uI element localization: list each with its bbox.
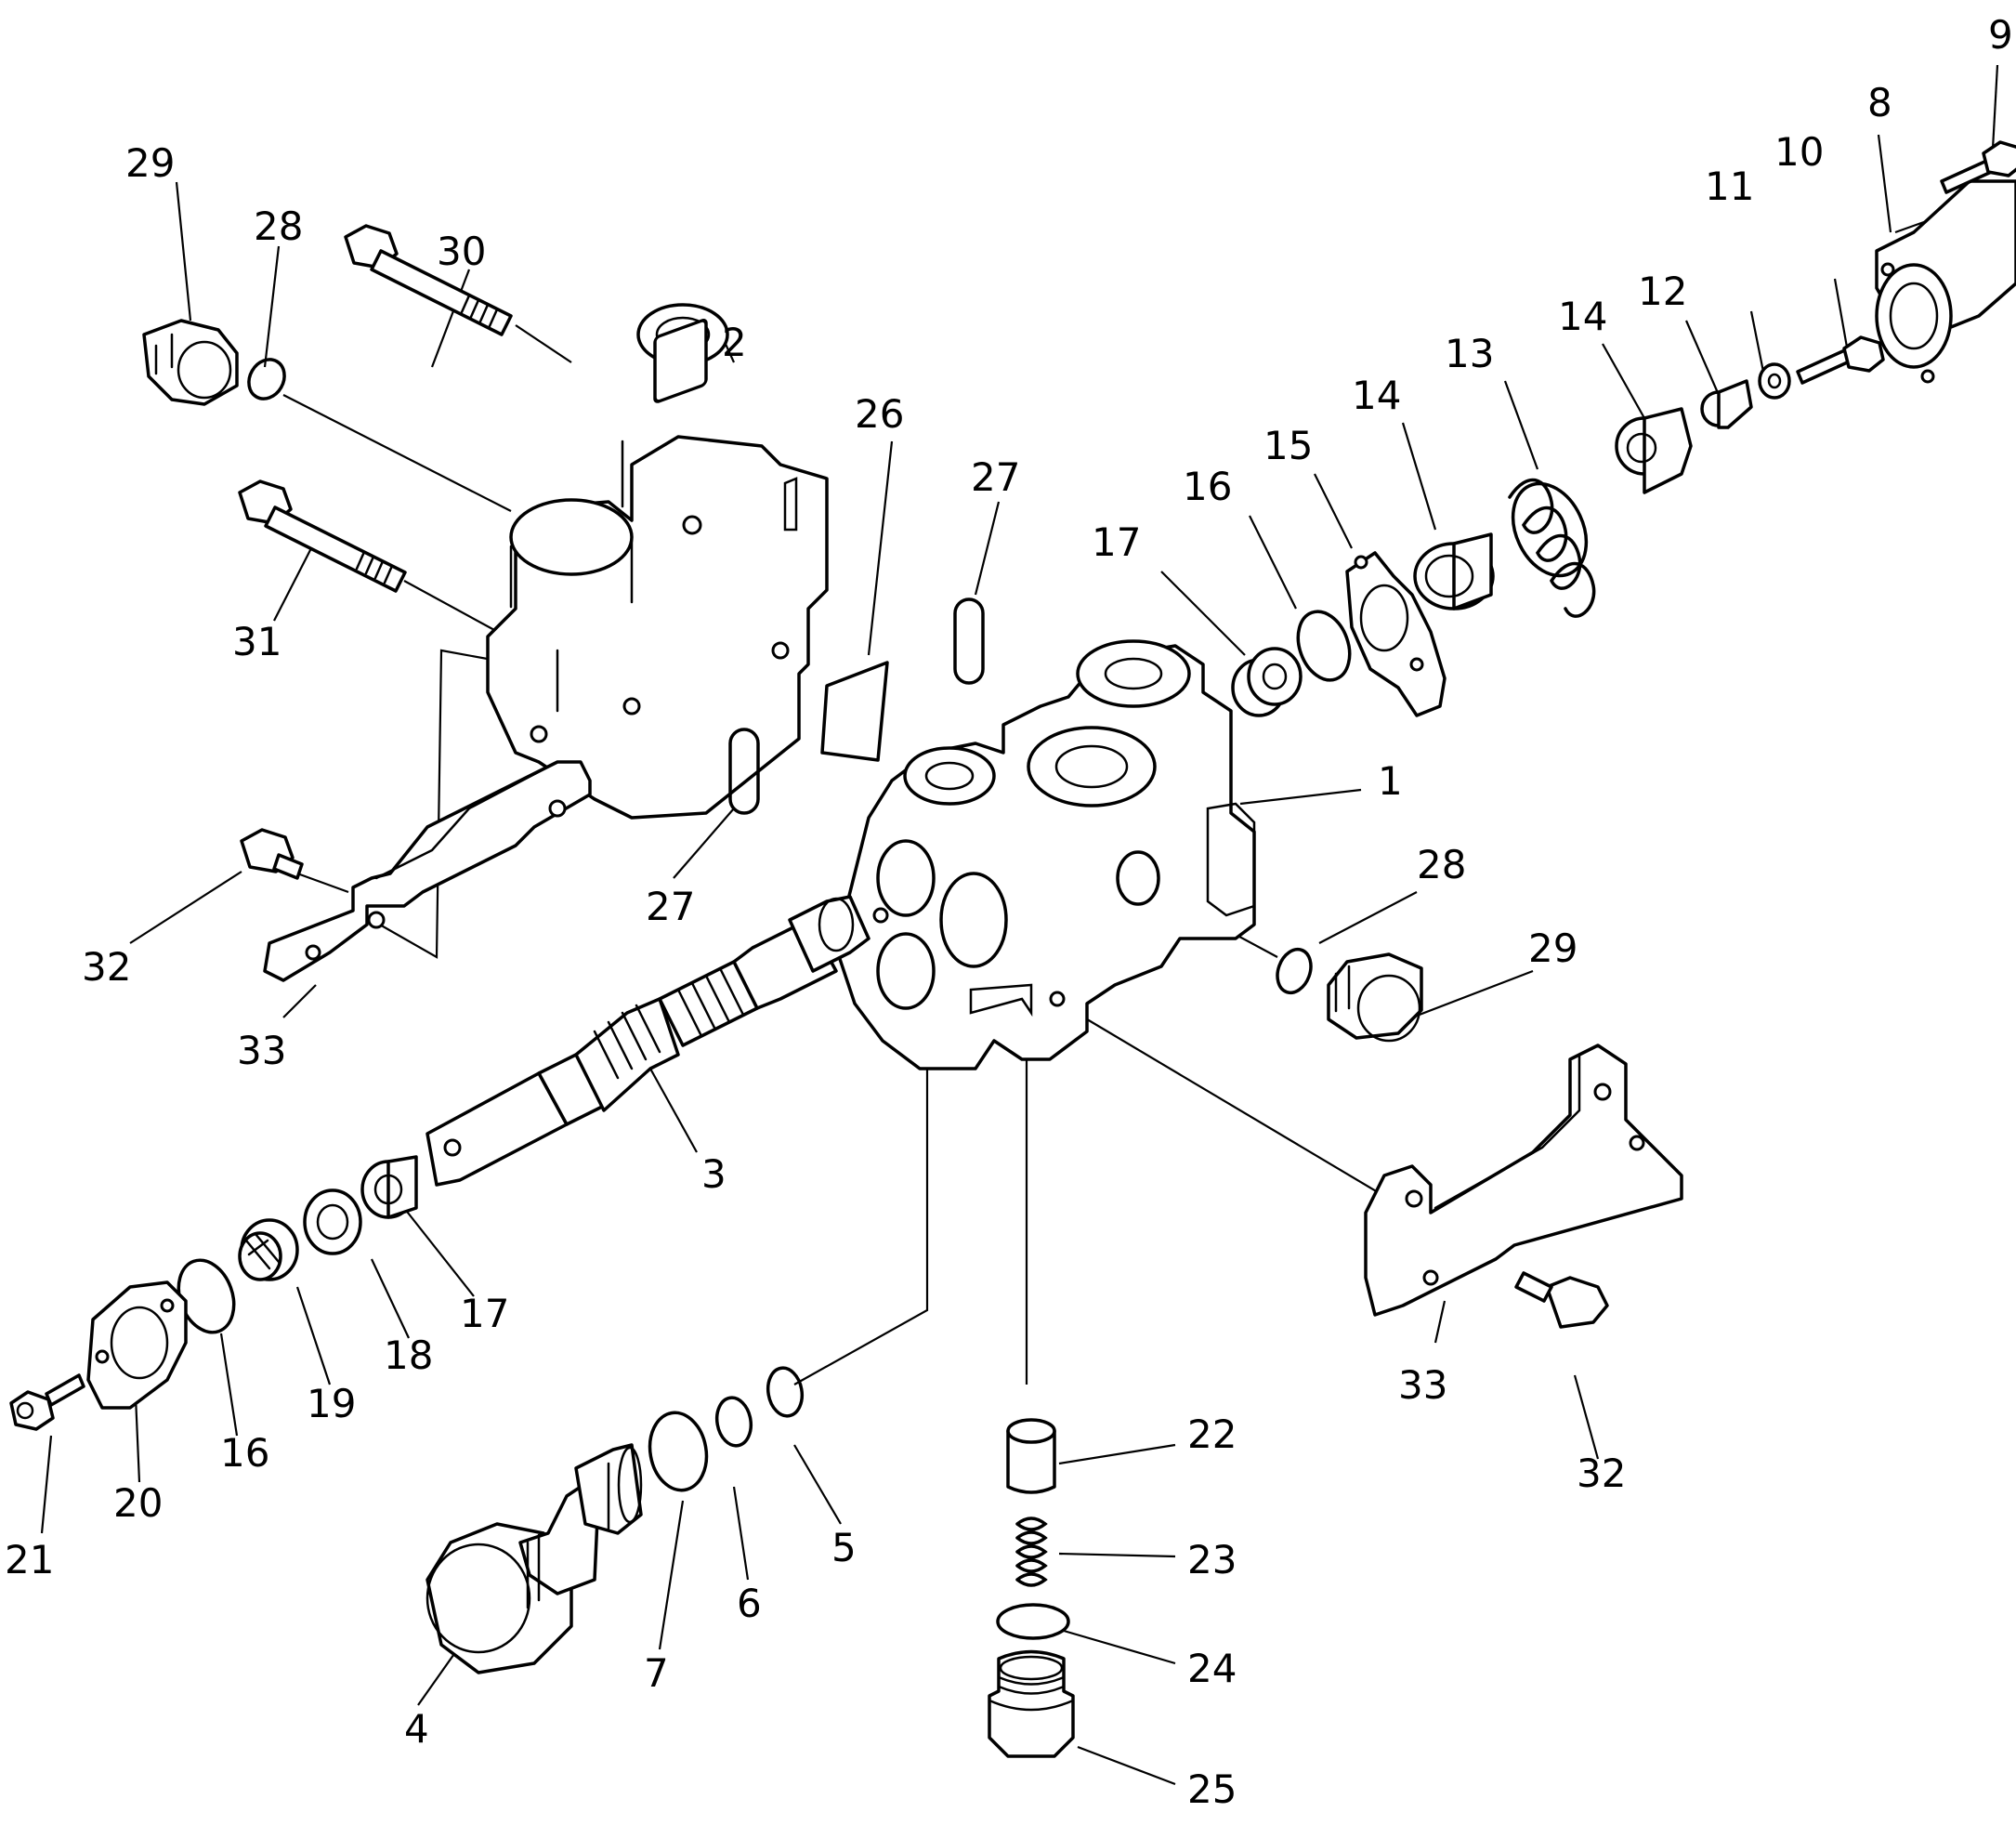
callout-32-right: 32 — [1577, 1451, 1626, 1496]
gasket-26 — [820, 661, 889, 762]
o-ring-24 — [996, 1603, 1070, 1640]
callout-26: 26 — [855, 391, 904, 437]
spring-23 — [1015, 1516, 1048, 1587]
callout-17-upper: 17 — [1092, 519, 1141, 565]
o-ring-6 — [714, 1396, 753, 1448]
callout-32-left: 32 — [82, 944, 131, 990]
bolt-31 — [238, 479, 407, 593]
callout-14-upper: 14 — [1352, 373, 1401, 418]
callout-11: 11 — [1705, 164, 1754, 209]
callout-28-right: 28 — [1417, 842, 1466, 887]
plug-assembly-4 — [425, 1443, 643, 1674]
callout-16-upper: 16 — [1183, 464, 1232, 509]
flange-20 — [86, 1280, 188, 1410]
callout-29-left: 29 — [125, 140, 175, 186]
callout-7: 7 — [644, 1650, 669, 1696]
callout-27-upper: 27 — [971, 454, 1020, 500]
callout-4: 4 — [404, 1706, 429, 1752]
callout-27-lower: 27 — [646, 884, 695, 929]
bracket-33-right — [1364, 1044, 1683, 1317]
callout-14-right: 14 — [1558, 294, 1607, 339]
callout-17-lower: 17 — [460, 1291, 509, 1336]
o-ring-28-right — [1276, 947, 1313, 995]
o-ring-7 — [648, 1411, 709, 1492]
spring-seat-14-upper — [1413, 532, 1495, 611]
bolt-21 — [9, 1373, 85, 1431]
o-ring-27-upper — [953, 597, 985, 685]
callout-29-right: 29 — [1528, 926, 1577, 971]
callout-24: 24 — [1187, 1646, 1237, 1691]
callout-13: 13 — [1445, 331, 1494, 376]
flange-15 — [1345, 551, 1447, 717]
o-ring-16-upper — [1296, 610, 1352, 682]
washer-11 — [1758, 362, 1791, 400]
bolt-30 — [344, 224, 513, 336]
spacer-17-lower — [360, 1155, 418, 1219]
callout-9: 9 — [1988, 12, 2013, 58]
cover-8 — [1875, 179, 2016, 384]
callout-10: 10 — [1774, 129, 1824, 175]
callout-21: 21 — [5, 1537, 54, 1582]
callout-33-left: 33 — [237, 1028, 286, 1073]
callout-3: 3 — [701, 1151, 727, 1197]
callout-33-right: 33 — [1398, 1362, 1447, 1408]
seal-19 — [238, 1218, 299, 1281]
plug-29-left — [142, 319, 239, 406]
spring-13 — [1508, 478, 1596, 618]
callout-20: 20 — [113, 1480, 163, 1526]
callout-30: 30 — [437, 229, 486, 274]
callout-31: 31 — [232, 619, 281, 664]
spacer-17-upper — [1231, 647, 1303, 717]
valve-body-1 — [834, 639, 1256, 1070]
o-ring-27-lower — [728, 728, 760, 815]
callout-28-left: 28 — [254, 204, 303, 249]
callout-16-lower: 16 — [220, 1430, 269, 1476]
collar-12 — [1700, 379, 1753, 429]
callout-18: 18 — [384, 1333, 433, 1378]
callout-5: 5 — [831, 1525, 857, 1570]
callout-2: 2 — [722, 320, 747, 365]
spool-3 — [425, 895, 871, 1187]
o-ring-5 — [766, 1366, 805, 1418]
bolt-32-right — [1514, 1271, 1609, 1329]
bracket-33-left — [263, 760, 592, 982]
bolt-10 — [1796, 335, 1885, 385]
callout-1: 1 — [1378, 758, 1403, 804]
cap-22 — [1006, 1418, 1056, 1494]
spring-seat-14-right — [1615, 407, 1693, 494]
callout-25: 25 — [1187, 1766, 1237, 1812]
washer-18 — [303, 1188, 362, 1255]
callout-15: 15 — [1263, 423, 1313, 468]
plug-25 — [988, 1649, 1075, 1758]
callout-23: 23 — [1187, 1537, 1237, 1582]
callout-6: 6 — [737, 1581, 762, 1626]
end-cover-2 — [486, 303, 829, 820]
callout-12: 12 — [1638, 269, 1687, 314]
o-ring-28-left — [247, 358, 286, 400]
plug-29-right — [1327, 952, 1423, 1043]
callout-19: 19 — [307, 1381, 356, 1426]
callout-labels: 29 28 30 2 31 26 27 27 17 16 15 14 13 14… — [5, 12, 2013, 1812]
callout-8: 8 — [1867, 80, 1892, 125]
bolt-32-left — [240, 828, 304, 880]
callout-22: 22 — [1187, 1411, 1237, 1457]
bolt-9 — [1940, 140, 2016, 194]
